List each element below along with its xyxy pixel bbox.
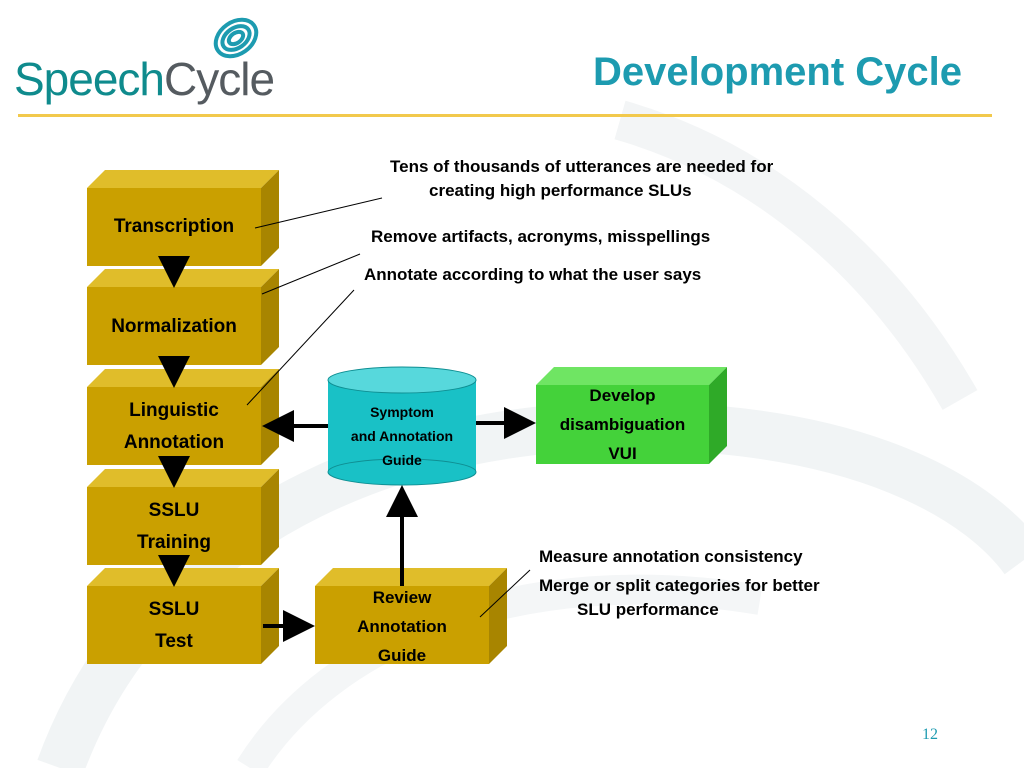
box-sslu-training: [87, 469, 279, 565]
speechcycle-logo-mark: [213, 17, 259, 59]
note-transcription-line2: creating high performance SLUs: [429, 181, 692, 200]
note-review-line1: Measure annotation consistency: [539, 547, 803, 566]
note-normalization: Remove artifacts, acronyms, misspellings: [371, 227, 711, 246]
box-linguistic-annotation: [87, 369, 279, 465]
box-review-annotation-guide: [315, 568, 507, 664]
title-rule: [18, 114, 992, 117]
cylinder-symptom-guide: [327, 366, 477, 486]
page-number: 12: [922, 726, 938, 743]
box-develop-vui: [536, 367, 727, 464]
box-transcription: [87, 170, 279, 266]
box-sslu-test: [87, 568, 279, 664]
speechcycle-logo: SpeechCycle: [14, 53, 275, 105]
label-normalization: Normalization: [111, 316, 237, 337]
label-transcription: Transcription: [113, 216, 235, 237]
callout-lines: [246, 197, 531, 618]
slide-title: Development Cycle: [592, 50, 962, 94]
note-review-line2: Merge or split categories for better: [539, 576, 820, 595]
note-transcription-line1: Tens of thousands of utterances are need…: [390, 157, 774, 176]
note-review-line3: SLU performance: [577, 600, 719, 619]
note-annotation: Annotate according to what the user says: [364, 265, 702, 284]
